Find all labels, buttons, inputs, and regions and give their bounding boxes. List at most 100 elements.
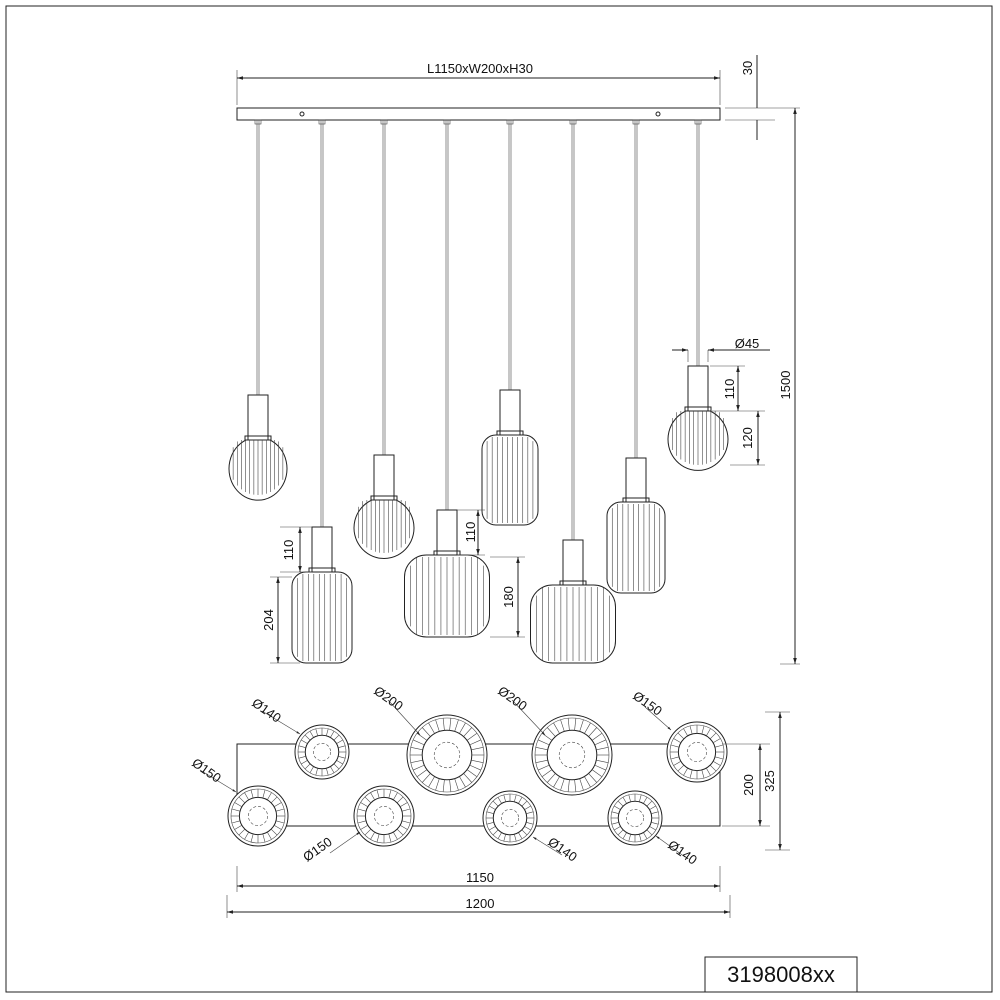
shade-plan-rib bbox=[524, 826, 531, 831]
shade-plan-rib bbox=[270, 828, 278, 836]
shade-plan-rib bbox=[712, 761, 721, 766]
shade-plan-rib bbox=[463, 727, 472, 737]
shade-plan-rib bbox=[267, 792, 272, 801]
cap-height-left-label: 110 bbox=[281, 540, 296, 561]
holder-ring bbox=[622, 497, 650, 503]
shade-plan-rib bbox=[376, 789, 380, 799]
total-height-label: 1500 bbox=[778, 371, 793, 400]
diameter-label: Ø150 bbox=[300, 834, 335, 865]
lamp-holder-plan bbox=[558, 741, 586, 769]
shade-plan-rib bbox=[410, 759, 423, 763]
shade-plan-rib bbox=[492, 829, 499, 836]
shade-plan-rib bbox=[535, 759, 548, 763]
diameter-leader bbox=[199, 769, 237, 793]
shade-plan-rib bbox=[596, 759, 609, 763]
shade-plan-rib bbox=[622, 832, 627, 839]
shade-plan-rib bbox=[401, 820, 411, 824]
diameter-leader bbox=[655, 835, 686, 858]
shade-plan-rib bbox=[250, 833, 254, 843]
shade-plan-rib bbox=[388, 833, 392, 843]
diameter-label: Ø200 bbox=[371, 683, 406, 714]
shade-plan-rib bbox=[614, 826, 621, 831]
shade-plan-rib bbox=[526, 822, 534, 825]
shade-plan-rib bbox=[463, 773, 472, 783]
shade-plan-rib bbox=[553, 776, 560, 788]
shade-plan-rib bbox=[435, 778, 440, 791]
lamp-holder bbox=[562, 539, 584, 586]
shade-plan-rib bbox=[646, 800, 653, 807]
shade-plan-rib bbox=[579, 719, 584, 732]
shade-plan-rib bbox=[360, 802, 369, 807]
shade-plan-rib bbox=[535, 747, 548, 751]
shade-plan-rib bbox=[651, 811, 659, 814]
shade-plan-rib bbox=[357, 820, 367, 824]
model-code: 3198008xx bbox=[727, 962, 835, 987]
shade-plan-rib bbox=[315, 728, 318, 736]
cord-grip bbox=[443, 119, 451, 125]
shade-plan-rib bbox=[336, 739, 343, 744]
lamp-holder bbox=[499, 389, 521, 436]
shade-plan-rib bbox=[683, 767, 688, 776]
cap-diameter-label: Ø45 bbox=[735, 336, 760, 351]
shade-plan-rib bbox=[521, 800, 528, 807]
large-shade-height-label: 180 bbox=[501, 586, 516, 608]
holder-ring bbox=[684, 406, 712, 412]
lamp-holder-plan bbox=[501, 809, 519, 827]
sheet-border bbox=[5, 5, 993, 993]
shade-plan-rib bbox=[330, 731, 335, 738]
shade-plan-rib bbox=[376, 833, 380, 843]
shade-plan-outline bbox=[531, 714, 613, 796]
shade-plan-rib bbox=[298, 745, 306, 748]
shade-plan-rib bbox=[591, 769, 603, 777]
shade-plan-rib bbox=[442, 718, 445, 731]
cylinder-shade bbox=[291, 571, 353, 664]
canopy bbox=[236, 107, 721, 121]
shade-plan-rib bbox=[435, 719, 440, 732]
shade-plan-rib bbox=[471, 747, 484, 751]
holder-ring bbox=[496, 430, 524, 436]
shade-plan-rib bbox=[267, 831, 272, 840]
shade-plan-rib bbox=[238, 796, 246, 804]
shade-plan-rib bbox=[649, 805, 656, 810]
shade-plan-rib bbox=[250, 789, 254, 799]
shade-plan-rib bbox=[588, 773, 597, 783]
shade-plan-rib bbox=[336, 760, 343, 765]
title-box bbox=[704, 956, 858, 993]
shade-plan-rib bbox=[503, 794, 506, 802]
cylinder-height-label: 204 bbox=[261, 609, 276, 631]
shade-plan-rib bbox=[231, 820, 241, 824]
shade-plan-rib bbox=[304, 763, 311, 770]
shade-plan-rib bbox=[309, 731, 314, 738]
cylinder-shade bbox=[481, 434, 539, 526]
shade-plan-rib bbox=[454, 778, 459, 791]
shade-plan-rib bbox=[357, 808, 367, 812]
shade-plan-rib bbox=[553, 722, 560, 734]
shade-plan-rib bbox=[514, 794, 517, 802]
shade-plan-rib bbox=[617, 800, 624, 807]
shade-plan-rib bbox=[304, 734, 311, 741]
plan-width-label: 200 bbox=[741, 774, 756, 796]
diameter-leader bbox=[511, 699, 546, 736]
holder-ring bbox=[559, 580, 587, 586]
shade-plan-rib bbox=[673, 761, 682, 766]
lamp-holder-plan bbox=[374, 806, 394, 826]
shade-plan-rib bbox=[521, 829, 528, 836]
shade-plan-rib bbox=[459, 722, 466, 734]
shade-plan-rib bbox=[701, 725, 705, 735]
shade-plan-rib bbox=[670, 756, 680, 760]
cap-height-right-label: 110 bbox=[722, 379, 737, 400]
shade-plan-rib bbox=[706, 728, 711, 737]
cord-grip bbox=[694, 119, 702, 125]
shade-plan-rib bbox=[518, 797, 523, 804]
shade-plan-rib bbox=[370, 792, 375, 801]
shade-plan-rib bbox=[413, 764, 425, 771]
shade-plan-rib bbox=[428, 776, 435, 788]
shade-plan-rib bbox=[401, 808, 411, 812]
shade-plan-rib bbox=[643, 832, 648, 839]
cord-grip bbox=[380, 119, 388, 125]
shade-plan-rib bbox=[399, 825, 408, 830]
shade-plan-rib bbox=[526, 811, 534, 814]
diameter-leader bbox=[329, 831, 361, 854]
holder-ring bbox=[308, 567, 336, 573]
